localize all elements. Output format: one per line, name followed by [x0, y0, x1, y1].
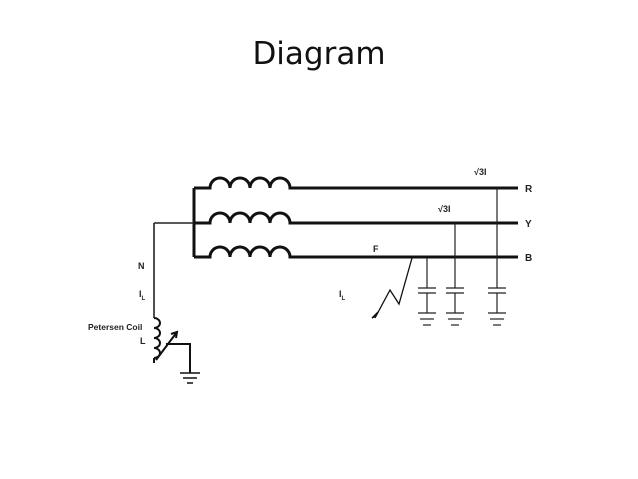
- earth-symbol: [180, 372, 200, 384]
- capacitor-current-label-y: √3I: [438, 204, 450, 214]
- petersen-coil-label: Petersen Coil: [88, 322, 142, 332]
- neutral-lead: [153, 222, 194, 318]
- coil-symbol-label: L: [140, 336, 146, 346]
- slide-title: Diagram: [252, 36, 386, 72]
- fault-current-label: IL: [339, 289, 346, 302]
- neutral-current-label: IL: [139, 289, 146, 302]
- petersen-coil: [153, 317, 191, 373]
- capacitor-branch-r: [488, 188, 506, 326]
- neutral-current-subscript: L: [142, 296, 146, 302]
- phase-label-b: B: [525, 253, 532, 264]
- neutral-current-symbol: I: [139, 289, 142, 299]
- phase-label-y: Y: [525, 219, 532, 230]
- capacitor-current-label-r: √3I: [474, 167, 486, 177]
- fault-current-symbol: I: [339, 289, 342, 299]
- fault-label: F: [373, 244, 379, 254]
- capacitor-branch-b: [418, 258, 436, 326]
- winding-b: [208, 245, 300, 259]
- transformer-windings: [208, 176, 300, 259]
- phase-label-r: R: [525, 184, 533, 195]
- fault-arc: [371, 257, 413, 319]
- coil-adjust-arrow: [155, 331, 178, 361]
- fault-current-subscript: L: [342, 296, 346, 302]
- capacitor-branch-y: [446, 223, 464, 326]
- winding-y: [208, 211, 300, 225]
- neutral-label: N: [138, 261, 145, 271]
- winding-r: [208, 176, 300, 190]
- phase-lines: [300, 186, 518, 259]
- star-point: [192, 186, 208, 259]
